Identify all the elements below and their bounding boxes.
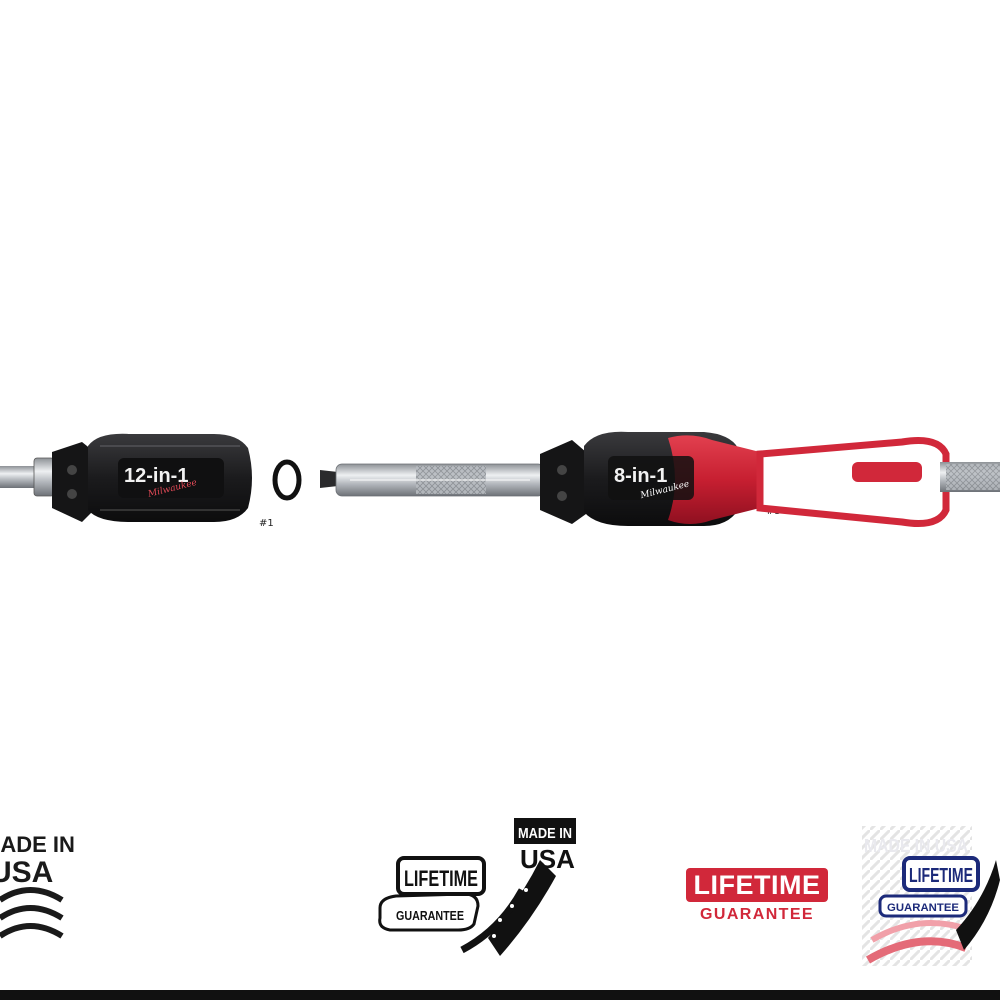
usa-center-line1: MADE IN <box>518 825 572 842</box>
left-handle-label: 12-in-1 <box>124 465 188 487</box>
left-handle-label-panel <box>118 458 224 498</box>
left-ferrule <box>33 457 55 497</box>
right-red-sleeve <box>756 437 950 527</box>
lifetime-guarantee-badge-center: LIFETIME GUARANTEE <box>378 856 486 932</box>
bottom-edge-bar <box>0 990 1000 1000</box>
lifetime-center-line2: GUARANTEE <box>396 908 464 923</box>
right-handle-label-panel <box>608 456 694 500</box>
left-cap <box>52 442 92 522</box>
combo-line3: GUARANTEE <box>887 902 959 914</box>
made-in-usa-badge-left: MADE IN USA <box>0 826 80 956</box>
right-screwdriver: 8-in-1 Milwaukee #3 <box>540 431 1000 527</box>
usa-left-line1: MADE IN <box>0 832 75 857</box>
center-bit-shaft <box>320 463 545 497</box>
left-bit-mark: #1 <box>259 518 274 529</box>
right-cap <box>540 440 586 524</box>
left-screwdriver: 12-in-1 Milwaukee #1 <box>0 433 302 529</box>
lifetime-guarantee-red-subtitle: GUARANTEE <box>700 906 814 923</box>
usa-lifetime-combo-badge-right: MADE IN USA LIFETIME GUARANTEE <box>862 826 1000 966</box>
combo-line1: MADE IN USA <box>864 836 968 856</box>
made-in-usa-badge-center: MADE IN USA <box>460 818 576 956</box>
combo-line2: LIFETIME <box>909 865 973 887</box>
lifetime-center-line1: LIFETIME <box>404 866 478 891</box>
usa-left-line2: USA <box>0 856 53 889</box>
lifetime-guarantee-red-badge: LIFETIME <box>686 868 828 902</box>
right-handle-label: 8-in-1 <box>614 465 667 487</box>
